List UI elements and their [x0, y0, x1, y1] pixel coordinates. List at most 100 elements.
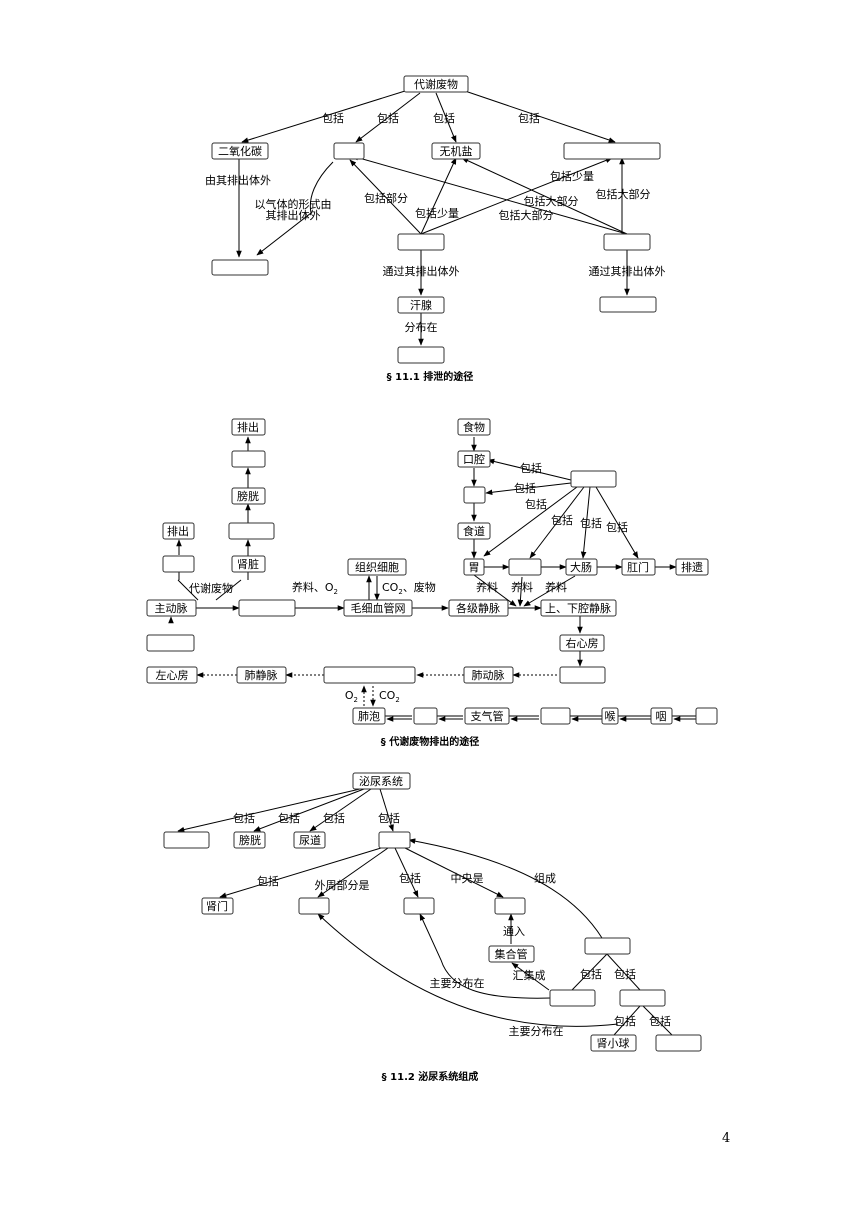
egestion-label: 排遗: [681, 560, 703, 574]
pulmonary-artery-box: [463, 666, 514, 684]
egestion-box: [675, 558, 709, 576]
left-atrium-label: 左心房: [156, 669, 189, 682]
veins-label: 各级静脉: [456, 601, 500, 615]
small-intestine-blank-box: [508, 558, 542, 576]
includes-label-f: 包括: [606, 520, 628, 534]
nutrient-label-3: 养料: [545, 580, 567, 594]
includes-most-label-2: 包括大部分: [499, 208, 554, 222]
kidney-box: [231, 555, 266, 573]
includes-label-3: 包括: [433, 111, 455, 125]
includes-label-c: 包括: [525, 497, 547, 511]
water-blank-box: [333, 142, 365, 160]
digestive-gland-blank-box: [570, 470, 617, 488]
dermis-blank-box: [397, 346, 445, 364]
mouth-label: 口腔: [463, 452, 485, 466]
urinary-blank-box: [603, 233, 651, 251]
bladder-box: [233, 831, 266, 849]
esophagus-label: 食道: [463, 524, 485, 538]
large-intestine-box: [565, 558, 598, 576]
urethra-box: [293, 831, 326, 849]
includes-label-e: 包括: [580, 516, 602, 530]
capillary-network-label: 毛细血管网: [351, 601, 406, 615]
includes-label-10: 包括: [649, 1014, 671, 1028]
co2-label: 二氧化碳: [218, 144, 262, 158]
esophagus-box: [457, 522, 491, 540]
anus-label: 肛门: [627, 560, 649, 574]
mainly-in-label-1: 主要分布在: [430, 977, 485, 990]
lead-into-label: 通入: [503, 925, 525, 938]
pulmonary-vein-box: [236, 666, 287, 684]
center-label: 中央是: [451, 872, 484, 885]
left-atrium-box: [146, 666, 198, 684]
metabolic-waste-label: 代谢废物: [414, 77, 458, 91]
left-ventricle-blank-box: [146, 634, 195, 652]
bladder-box: [231, 487, 266, 505]
excrete-left-label: 排出: [167, 524, 189, 538]
nutrient-label-2: 养料: [511, 580, 533, 594]
ventricle-blank-box: [559, 666, 606, 684]
metabolic-waste-box: [403, 75, 469, 93]
includes-label-a: 包括: [520, 461, 542, 475]
includes-label-7: 包括: [580, 967, 602, 981]
through-out-label-2: 通过其排出体外: [589, 264, 666, 278]
collecting-duct-box: [488, 945, 535, 963]
right-atrium-label: 右心房: [566, 636, 599, 650]
outer-part-label: 外周部分是: [315, 878, 370, 892]
aorta-label: 主动脉: [155, 601, 188, 615]
renal-tubule-blank-box: [549, 989, 596, 1007]
excrete-left-box: [162, 522, 195, 540]
renal-hilum-box: [201, 897, 234, 915]
kidney-label: 肾脏: [237, 558, 259, 571]
nephron-blank-box: [584, 937, 631, 955]
bladder-label: 膀胱: [239, 833, 261, 847]
includes-label-1: 包括: [233, 811, 255, 825]
vena-cava-box: [540, 599, 617, 617]
includes-part-label: 包括部分: [364, 191, 408, 205]
pharynx-label: 咽: [656, 710, 667, 723]
pelvis-blank-box: [494, 897, 526, 915]
includes-label-5: 包括: [257, 874, 279, 888]
pharynx-blank-box: [463, 486, 486, 504]
bladder-label: 膀胱: [237, 489, 259, 503]
sweat-gland-label: 汗腺: [410, 298, 432, 312]
tissue-cells-label: 组织细胞: [355, 560, 399, 574]
stomach-label: 胃: [469, 561, 480, 574]
includes-label-9: 包括: [614, 1014, 636, 1028]
includes-label-1: 包括: [322, 111, 344, 125]
includes-little-label-2: 包括少量: [550, 169, 594, 183]
co2-waste-label: CO2、废物: [382, 580, 436, 596]
compose-label: 组成: [534, 871, 556, 885]
gather-label: 汇集成: [513, 968, 546, 982]
excretion-pathway-diagram: 代谢废物 二氧化碳 无机盐 汗腺 包括 包括 包括 包括 由其排出体外 以气体的…: [205, 75, 666, 383]
pulmonary-vein-label: 肺静脉: [245, 668, 278, 682]
ureter-blank-box: [378, 831, 411, 849]
o2-label: O2: [345, 689, 358, 704]
includes-most-label-1: 包括大部分: [524, 194, 579, 208]
nutrient-label-1: 养料: [476, 580, 498, 594]
urinary-system-diagram: 泌尿系统 膀胱 尿道 肾门 集合管 肾小球 包括 包括 包括 包括 包括 外周部…: [163, 772, 702, 1083]
includes-label-b: 包括: [514, 481, 536, 495]
food-box: [457, 418, 491, 436]
lung-capillary-blank-box: [323, 666, 416, 684]
co2-box: [211, 142, 269, 160]
capillary-network-box: [343, 599, 413, 617]
larynx-label: 喉: [605, 710, 616, 723]
blank-above-aorta-box: [162, 555, 195, 573]
food-label: 食物: [463, 420, 485, 434]
includes-label-2: 包括: [377, 111, 399, 125]
capsule-blank-box: [655, 1034, 702, 1052]
urinary-system-label: 泌尿系统: [359, 775, 403, 788]
stomach-box: [463, 558, 485, 576]
renal-hilum-label: 肾门: [206, 899, 228, 913]
excrete-top-label: 排出: [237, 420, 259, 434]
glomerulus-label: 肾小球: [597, 1036, 630, 1050]
includes-label-8: 包括: [614, 967, 636, 981]
includes-label-4: 包括: [518, 111, 540, 125]
tissue-cells-box: [347, 558, 407, 576]
skin-blank-box: [397, 233, 445, 251]
diagram-3-caption: § 11.2 泌尿系统组成: [382, 1070, 479, 1083]
medulla-blank-box: [403, 897, 435, 915]
renal-corpuscle-blank-box: [619, 989, 666, 1007]
pulmonary-artery-label: 肺动脉: [472, 668, 505, 682]
